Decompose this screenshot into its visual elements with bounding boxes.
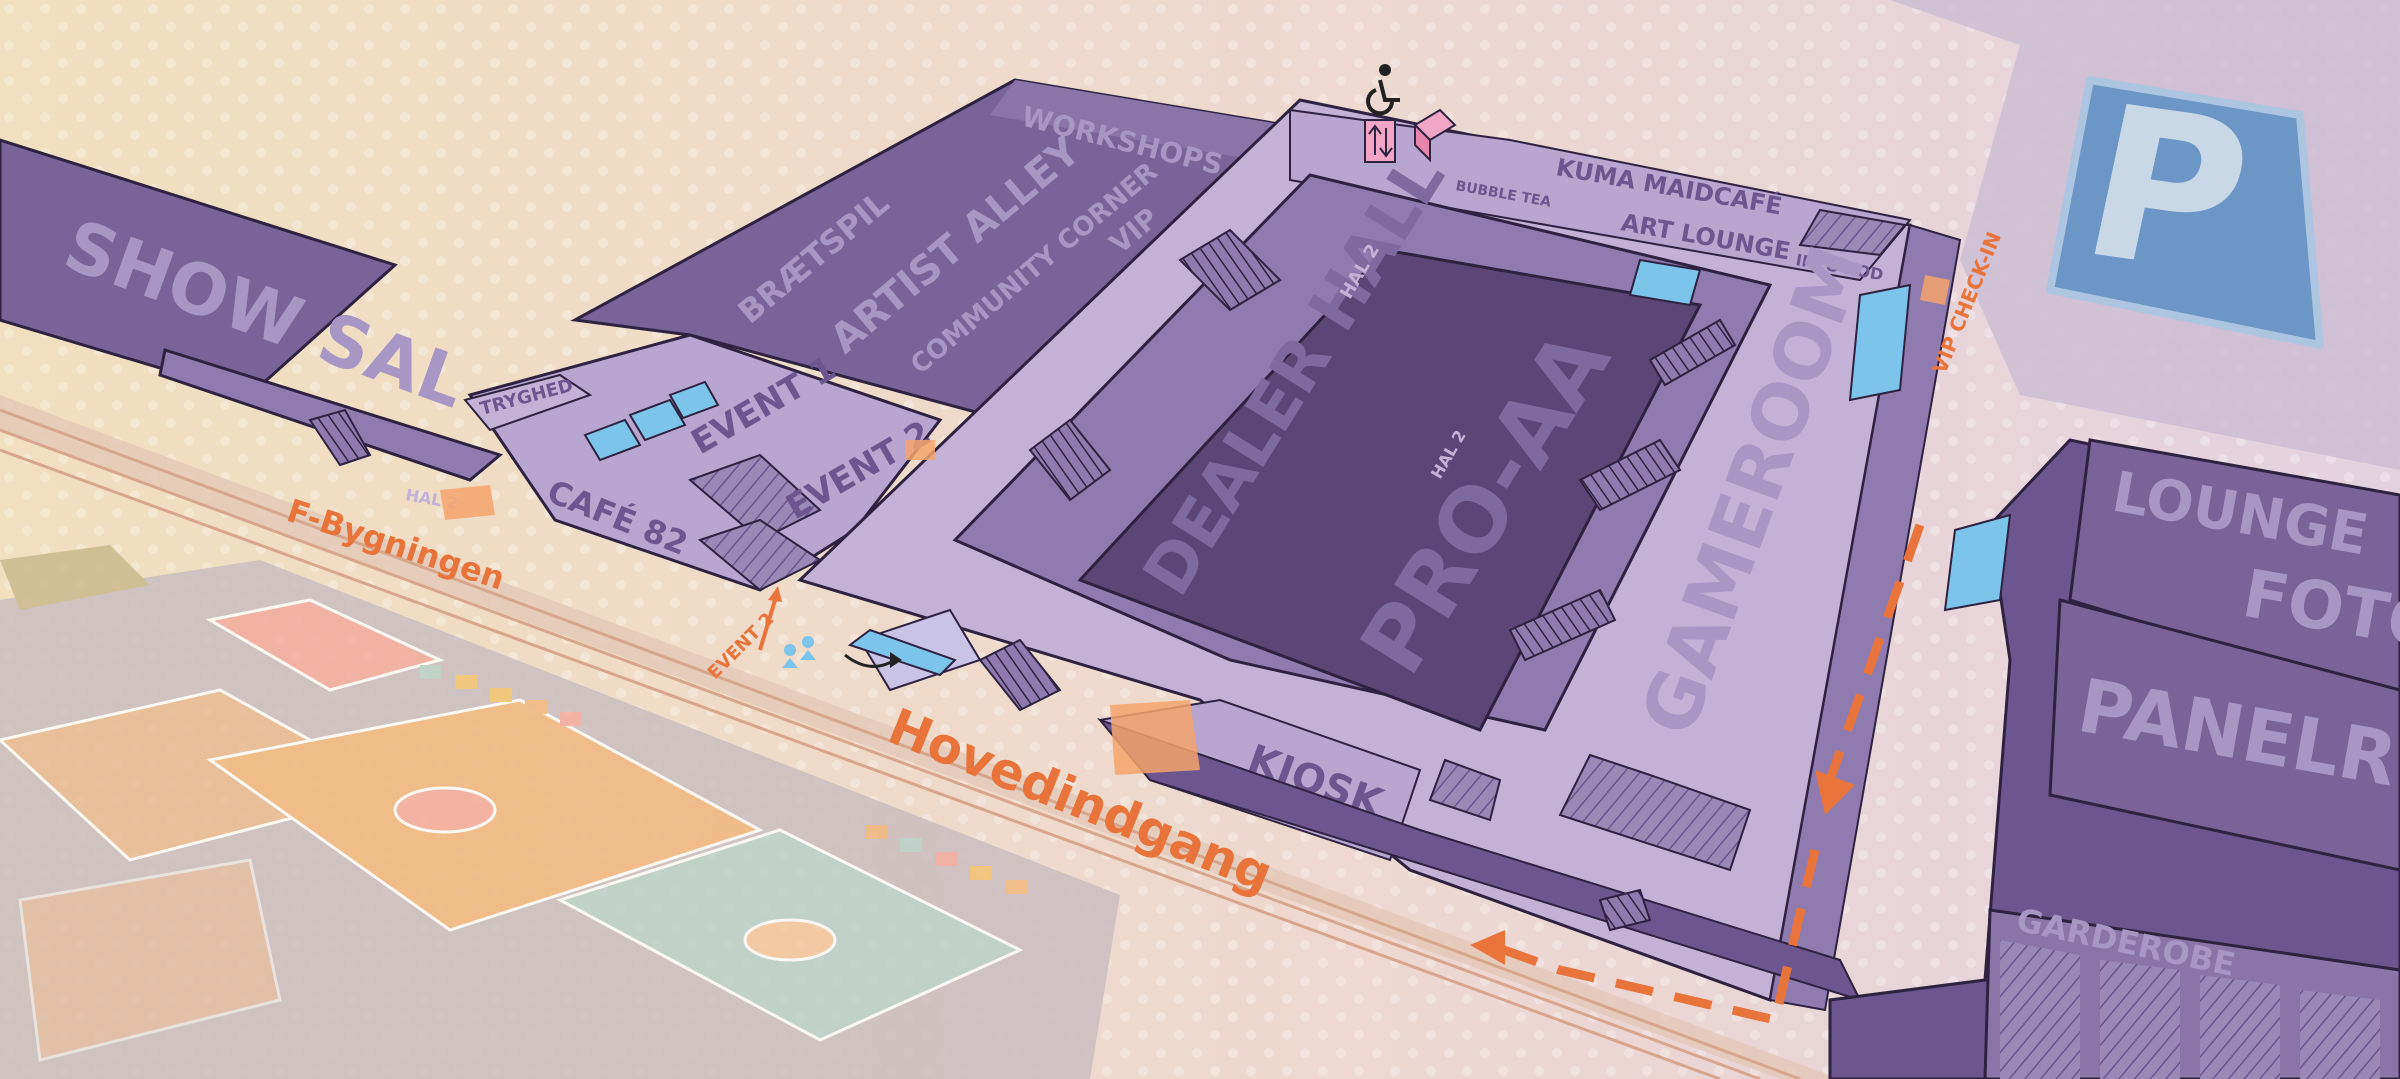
building-workshops[interactable]: WORKSHOPS BRÆTSPIL ARTIST ALLEY COMMUNIT… [570,78,1288,422]
walkway [0,395,1840,1079]
toilet-icon [847,628,957,677]
direction-arrow-icon [758,523,1925,1026]
sports-courts [0,545,1120,1079]
elevator-icon [1364,108,1457,163]
entrance-event2-marker [905,440,935,460]
toilet-icon [1848,283,1912,402]
building-east[interactable]: LOUNGE FOTO PANELRUM GARDEROBE [1828,438,2400,1079]
entrance-hovedindgang-marker [1110,700,1200,775]
entrance-vip-marker [1920,275,1950,305]
corridor-east [1768,223,1962,1012]
building-main-hall[interactable]: KUMA MAIDCAFÉ ART LOUNGE BUBBLE TEA INFO… [797,98,1912,1003]
building-event-block[interactable]: TRYGHED CAFÉ 82 EVENT 1 EVENT 2 HAL 2 [404,333,943,592]
wheelchair-icon [1366,64,1400,116]
toilet-icon [583,380,720,462]
toilet-icon [1628,258,1702,307]
stairs-south [1598,888,1652,932]
toilet-icon [782,636,816,668]
parking-icon: P [2046,60,2324,349]
stairs-show-sal [308,408,372,467]
entrance-f-bygningen-marker [440,485,495,520]
toilet-icon [1943,513,2012,612]
